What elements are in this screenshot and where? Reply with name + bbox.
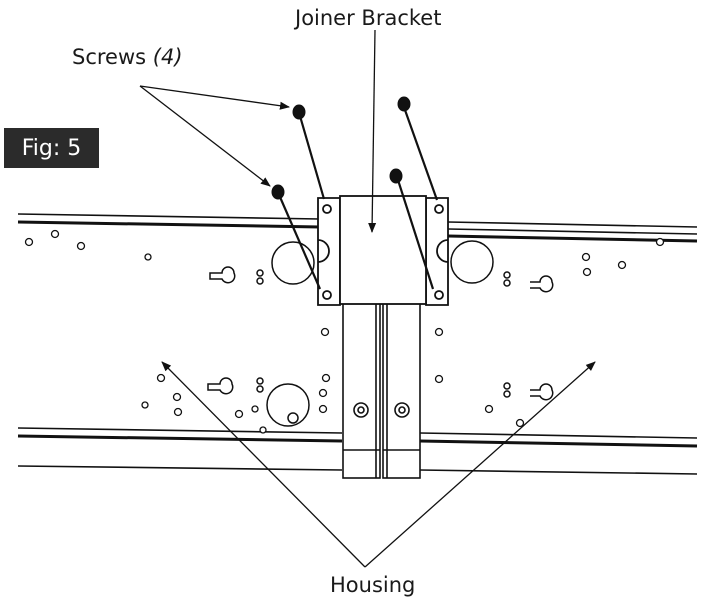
lower-housing-rail bbox=[17, 427, 698, 475]
leader-arrows bbox=[139, 29, 596, 568]
joiner-channels bbox=[342, 299, 421, 479]
screws-label: Screws (4) bbox=[72, 47, 183, 68]
screws-label-text: Screws bbox=[72, 45, 147, 69]
upper-housing-rail bbox=[17, 213, 698, 243]
screws-count: (4) bbox=[152, 45, 183, 69]
housing-holes bbox=[24, 229, 665, 434]
housing-label: Housing bbox=[330, 573, 416, 597]
joiner-bracket-label: Joiner Bracket bbox=[295, 6, 442, 30]
screws bbox=[271, 96, 439, 290]
joiner-bracket bbox=[317, 195, 449, 306]
figure-number-badge: Fig: 5 bbox=[4, 128, 99, 168]
keyhole-slots bbox=[207, 266, 554, 401]
